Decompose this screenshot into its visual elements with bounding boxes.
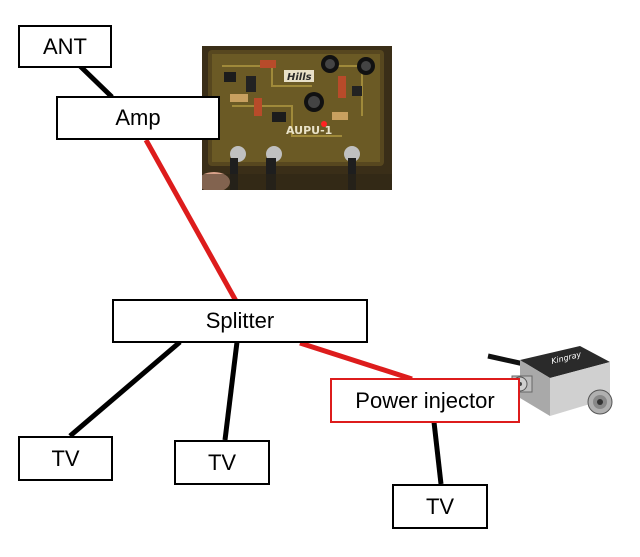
amplifier-board-photo: Hills AUPU-1 — [202, 46, 392, 190]
tv-box-2: TV — [174, 440, 270, 485]
amplifier-board-text: AUPU-1 — [286, 124, 332, 137]
power-injector-box: Power injector — [330, 378, 520, 423]
amp-label: Amp — [115, 105, 161, 130]
line-splitter-tv1 — [68, 340, 182, 438]
amplifier-logo-text: Hills — [287, 72, 312, 83]
line-amp-splitter — [143, 138, 239, 303]
line-splitter-injector — [299, 340, 413, 382]
ant-label: ANT — [43, 33, 87, 59]
ant-box: ANT — [18, 25, 112, 68]
line-ant-amp — [78, 64, 114, 99]
tv-label-2: TV — [207, 449, 237, 475]
tv-box-3: TV — [392, 484, 488, 529]
line-injector-tv3 — [431, 421, 444, 485]
line-splitter-tv2 — [222, 341, 240, 441]
power-injector-label: Power injector — [355, 387, 495, 413]
tv-box-1: TV — [18, 436, 113, 481]
tv-label-3: TV — [425, 493, 455, 519]
splitter-label: Splitter — [205, 308, 275, 333]
amp-box: Amp — [56, 96, 220, 140]
splitter-box: Splitter — [112, 299, 368, 343]
tv-label-1: TV — [51, 445, 80, 471]
amplifier-circuit-board-photo-icon: Hills AUPU-1 — [202, 46, 392, 190]
